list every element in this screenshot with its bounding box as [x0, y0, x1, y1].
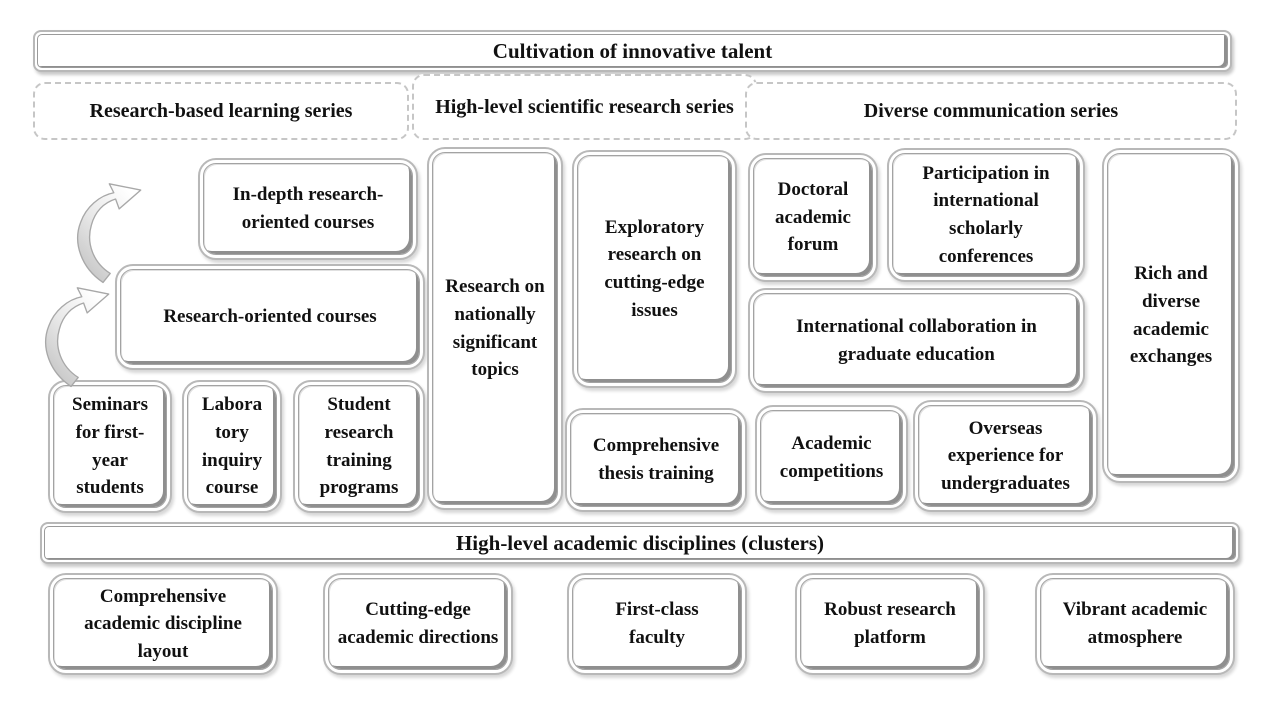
curved-arrow-icon: [77, 183, 142, 284]
box-doctoral-academic-forum: Doctoral academic forum: [748, 153, 878, 282]
box-participation-international-scholarly-conferences: Participation in international scholarly…: [887, 148, 1085, 282]
box-robust-research-platform: Robust research platform: [795, 573, 985, 675]
bottom-banner: High-level academic disciplines (cluster…: [40, 522, 1240, 564]
box-overseas-experience-undergraduates: Overseas experience for undergraduates: [913, 400, 1098, 512]
header-high-level-scientific-research-series: High-level scientific research series: [412, 74, 757, 140]
header-label: Research-based learning series: [89, 100, 353, 122]
box-label: Cutting-edge academic directions: [337, 599, 499, 648]
box-in-depth-research-oriented-courses: In-depth research-oriented courses: [198, 158, 418, 260]
box-label: Robust research platform: [824, 599, 956, 648]
box-label: Comprehensive thesis training: [592, 435, 720, 484]
box-vibrant-academic-atmosphere: Vibrant academic atmosphere: [1035, 573, 1235, 675]
box-comprehensive-academic-discipline-layout: Comprehensive academic discipline layout: [48, 573, 278, 675]
box-academic-competitions: Academic competitions: [755, 405, 908, 510]
box-label: Research-oriented courses: [163, 306, 377, 328]
box-label: Rich and diverse academic exchanges: [1129, 263, 1213, 368]
box-label: Labora tory inquiry course: [201, 394, 263, 499]
box-label: Doctoral academic forum: [775, 179, 851, 256]
box-label: Research on nationally significant topic…: [445, 276, 545, 381]
bottom-banner-label: High-level academic disciplines (cluster…: [455, 530, 825, 555]
box-label: First-class faculty: [615, 599, 699, 648]
box-cutting-edge-academic-directions: Cutting-edge academic directions: [323, 573, 513, 675]
box-label: International collaboration in graduate …: [796, 315, 1037, 365]
box-label: Seminars for first-year students: [72, 394, 148, 499]
box-label: Comprehensive academic discipline layout: [84, 585, 242, 662]
box-first-class-faculty: First-class faculty: [567, 573, 747, 675]
box-seminars-first-year-students: Seminars for first-year students: [48, 380, 172, 513]
header-diverse-communication-series: Diverse communication series: [745, 82, 1237, 140]
box-label: Overseas experience for undergraduates: [941, 417, 1070, 494]
box-international-collaboration-graduate-education: International collaboration in graduate …: [748, 288, 1085, 393]
box-label: Participation in international scholarly…: [922, 162, 1050, 267]
box-comprehensive-thesis-training: Comprehensive thesis training: [565, 408, 747, 512]
box-label: Exploratory research on cutting-edge iss…: [604, 216, 705, 321]
box-exploratory-research-cutting-edge-issues: Exploratory research on cutting-edge iss…: [572, 150, 737, 388]
title-banner: Cultivation of innovative talent: [33, 30, 1232, 72]
box-research-oriented-courses: Research-oriented courses: [115, 264, 425, 370]
box-student-research-training-programs: Student research training programs: [293, 380, 425, 513]
box-label: Vibrant academic atmosphere: [1062, 599, 1208, 648]
box-rich-diverse-academic-exchanges: Rich and diverse academic exchanges: [1102, 148, 1240, 483]
box-label: Academic competitions: [779, 432, 884, 482]
box-label: In-depth research-oriented courses: [232, 184, 384, 233]
title-banner-label: Cultivation of innovative talent: [492, 38, 773, 63]
curved-arrow-icon: [45, 287, 110, 388]
header-label: Diverse communication series: [863, 100, 1119, 122]
box-label: Student research training programs: [319, 394, 399, 499]
header-label: High-level scientific research series: [435, 96, 734, 118]
box-laboratory-inquiry-course: Labora tory inquiry course: [182, 380, 282, 513]
box-research-nationally-significant-topics: Research on nationally significant topic…: [427, 147, 563, 510]
header-research-based-learning-series: Research-based learning series: [33, 82, 409, 140]
